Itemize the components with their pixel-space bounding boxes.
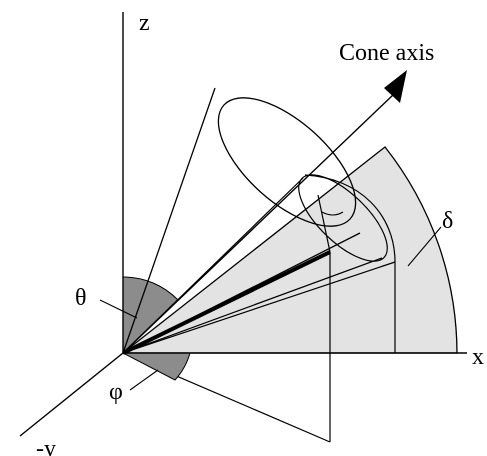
theta-label: θ <box>75 285 87 311</box>
cone-opening-ellipse <box>217 97 357 227</box>
theta-leader-line <box>99 299 138 319</box>
delta-label: δ <box>442 208 453 234</box>
delta-leader-line <box>407 226 442 267</box>
phi-label: φ <box>109 379 123 405</box>
projection-line <box>122 261 396 354</box>
cone-axis-line <box>122 93 395 354</box>
theta-angle-wedge <box>122 276 179 355</box>
z-axis-label: z <box>139 10 150 36</box>
cone-vector <box>122 250 331 355</box>
neg-y-axis-line <box>19 352 124 437</box>
shaded-sector <box>121 146 458 354</box>
phi-angle-wedge <box>122 352 191 381</box>
cone-generator-line <box>122 87 216 354</box>
cone-axis-label: Cone axis <box>339 40 434 66</box>
x-axis-label: x <box>472 344 484 370</box>
phi-leader-line <box>129 369 159 391</box>
cone-axis-arrowhead <box>384 70 407 103</box>
neg-y-axis-label: -y <box>36 436 56 456</box>
half-angle-line <box>317 194 331 253</box>
inner-cone-line <box>122 257 383 354</box>
half-angle-arc <box>321 211 344 216</box>
axis-arc <box>304 174 396 263</box>
